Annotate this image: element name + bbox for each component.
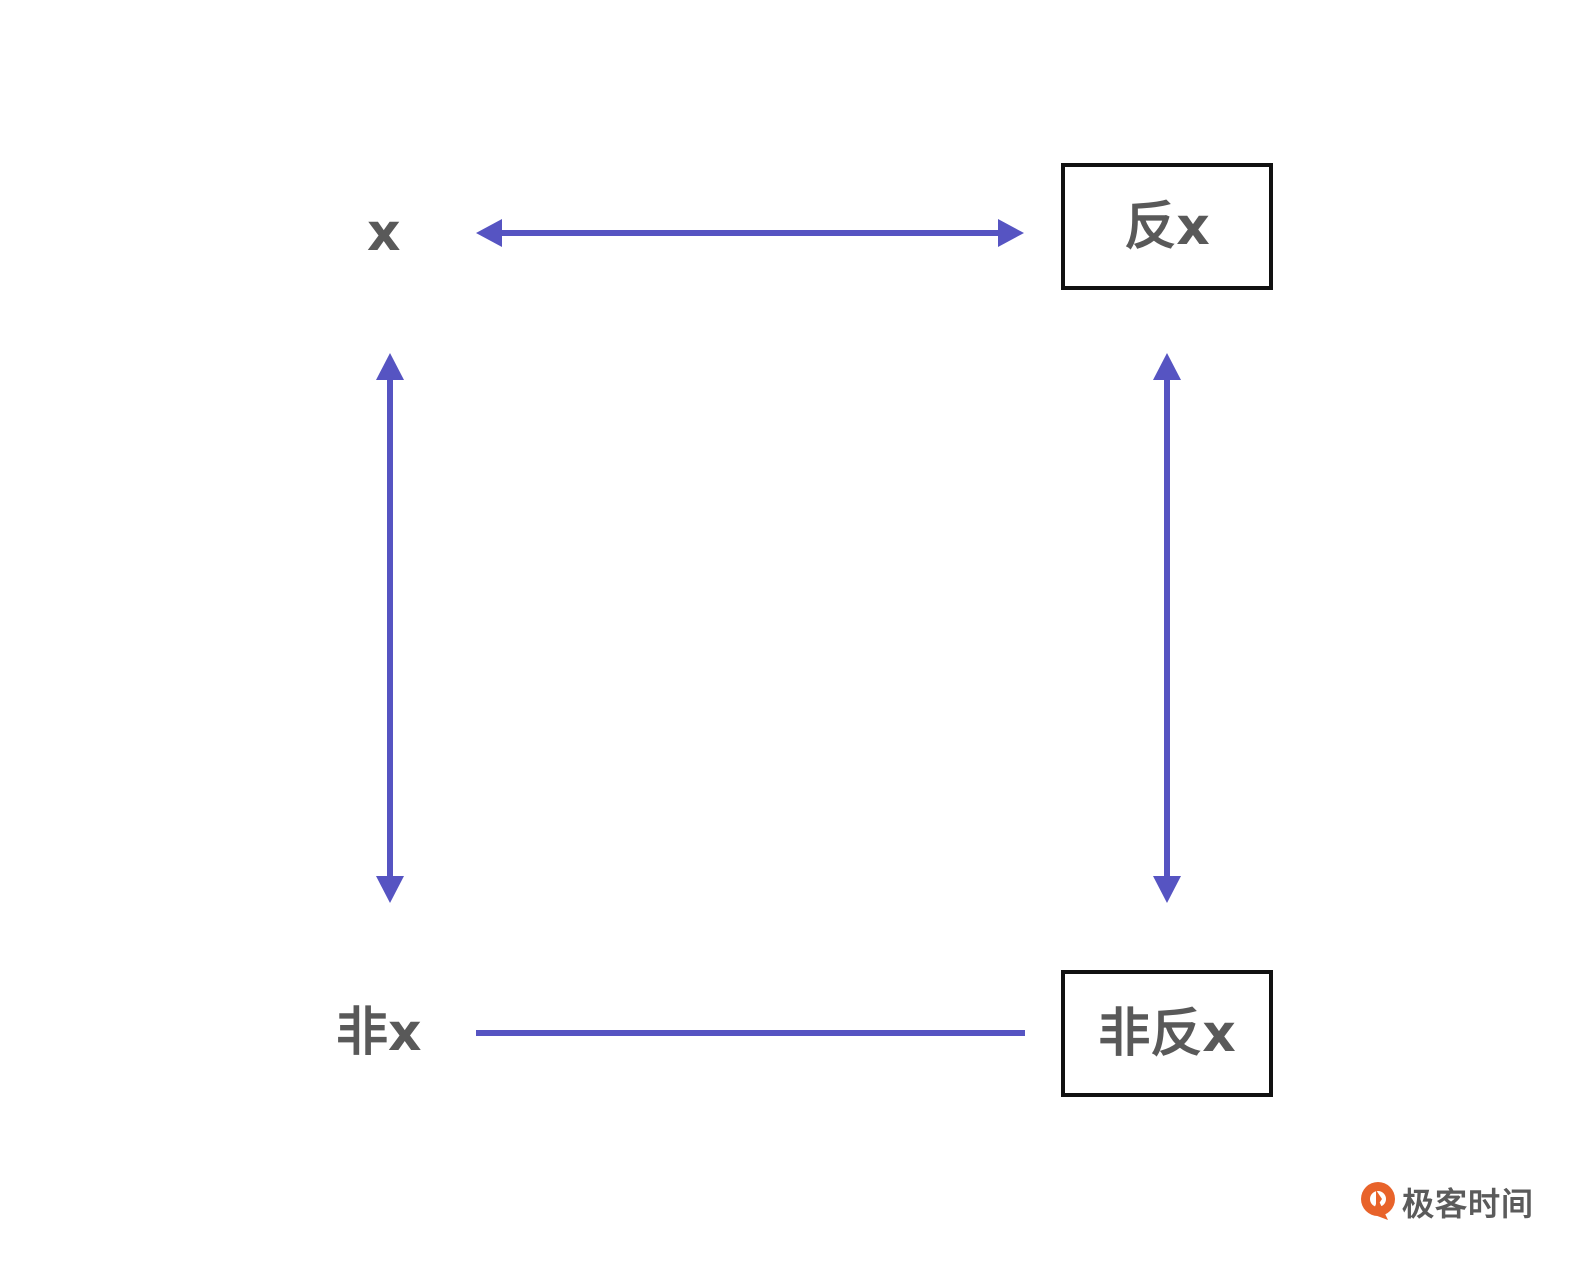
- node-non-anti-x-box: 非反x: [1061, 970, 1273, 1097]
- node-non-x: 非x: [336, 1003, 422, 1063]
- geektime-logo-icon: [1360, 1182, 1395, 1220]
- node-non-anti-x-label: 非反x: [1098, 1003, 1236, 1064]
- arrowhead-up: [376, 353, 404, 380]
- arrowhead-left: [476, 219, 502, 247]
- edge-anti-x-non-anti-x: [1153, 353, 1181, 903]
- arrowhead-up: [1153, 353, 1181, 380]
- arrowhead-down: [376, 876, 404, 903]
- arrowhead-down: [1153, 876, 1181, 903]
- node-x: x: [367, 203, 401, 263]
- watermark: 极客时间: [1358, 1179, 1534, 1225]
- watermark-text: 极客时间: [1401, 1185, 1534, 1223]
- edge-x-non-x: [376, 353, 404, 903]
- arrowhead-right: [998, 219, 1024, 247]
- node-anti-x-box: 反x: [1061, 163, 1273, 290]
- edge-x-anti-x: [476, 219, 1024, 247]
- node-anti-x-label: 反x: [1124, 196, 1210, 257]
